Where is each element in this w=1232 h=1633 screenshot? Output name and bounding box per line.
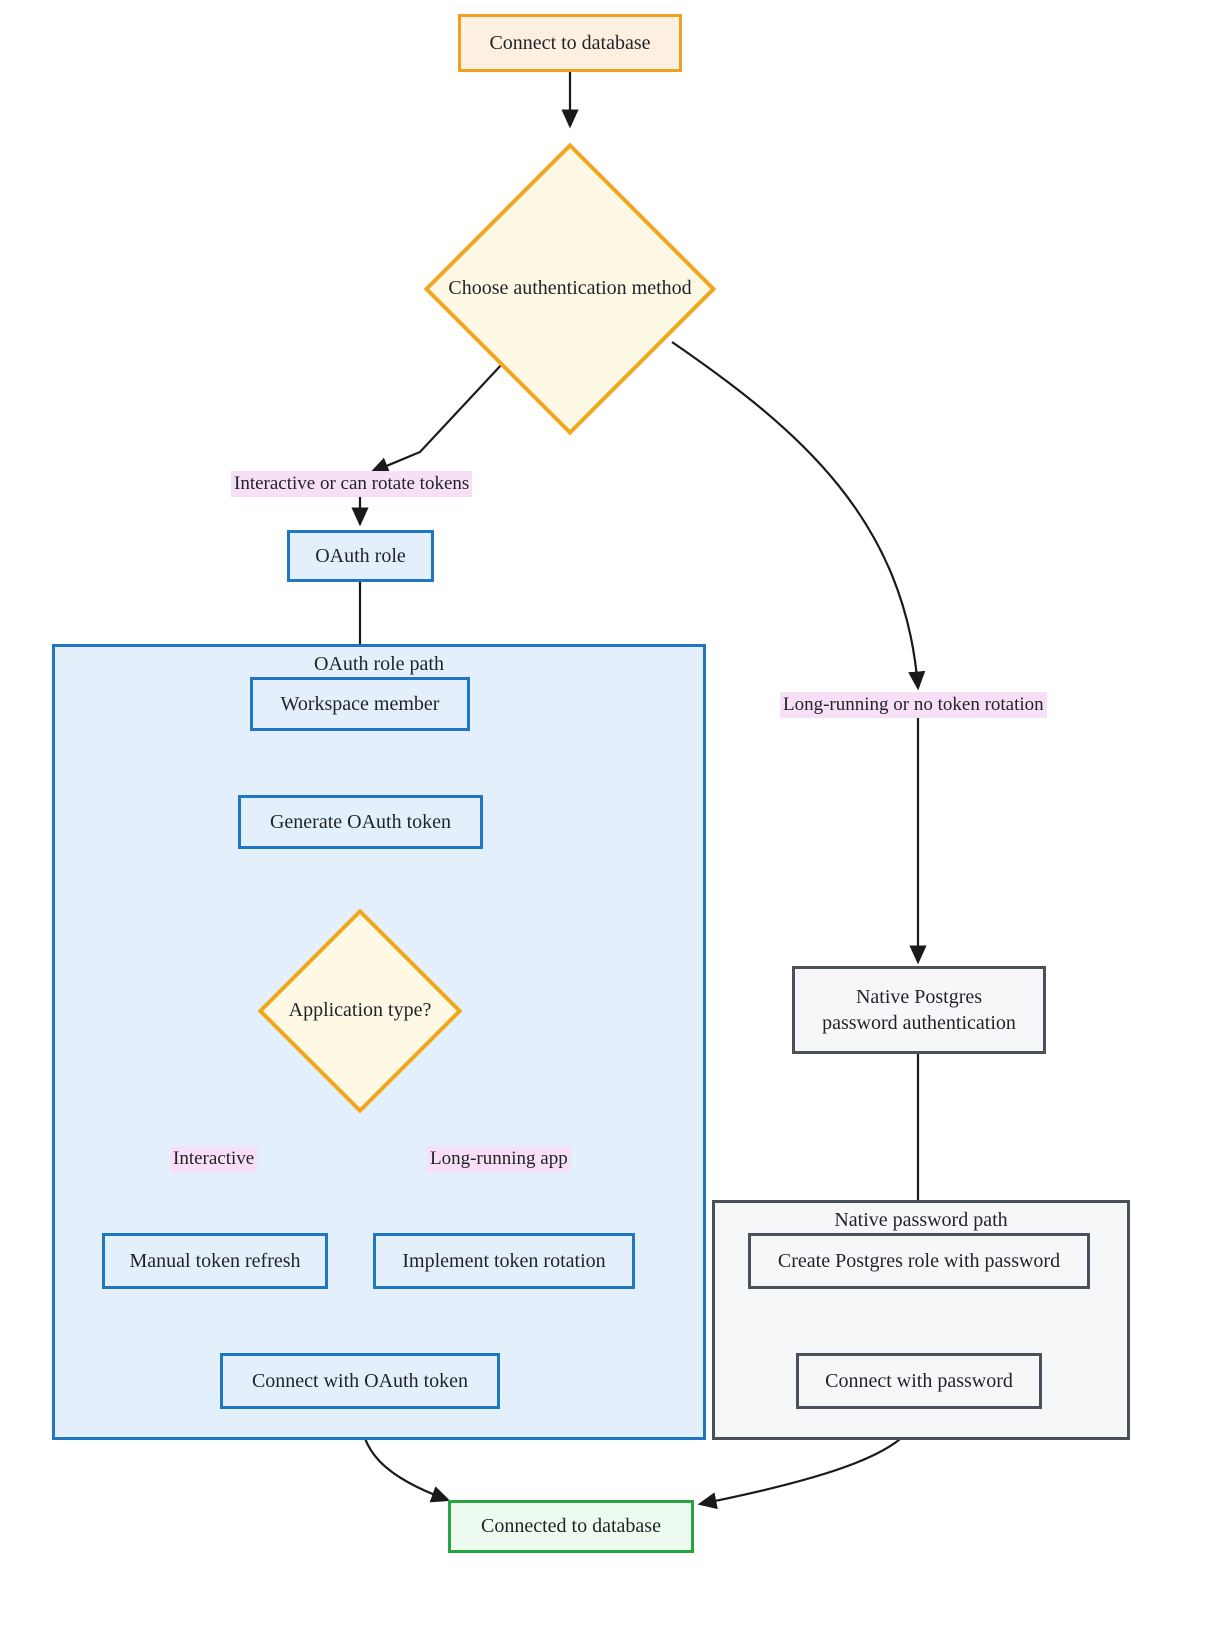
node-connect-with-password[interactable]: Connect with password (796, 1353, 1042, 1409)
node-label: Connected to database (481, 1515, 661, 1538)
node-label: Connect to database (489, 31, 651, 54)
node-label: Application type? (288, 999, 432, 1021)
node-connect-to-database[interactable]: Connect to database (458, 14, 682, 72)
subgraph-native-title: Native password path (834, 1209, 1008, 1231)
node-label: Native Postgres password authentication (822, 985, 1016, 1034)
node-connected-to-database[interactable]: Connected to database (448, 1500, 694, 1553)
node-label: Connect with password (825, 1369, 1013, 1392)
node-label: Manual token refresh (129, 1249, 301, 1272)
node-implement-token-rotation[interactable]: Implement token rotation (373, 1233, 635, 1289)
node-connect-with-oauth-token[interactable]: Connect with OAuth token (220, 1353, 500, 1409)
subgraph-oauth-title: OAuth role path (314, 653, 444, 675)
node-label: Implement token rotation (402, 1249, 606, 1272)
node-create-postgres-role-with-password[interactable]: Create Postgres role with password (748, 1233, 1090, 1289)
node-label: Generate OAuth token (269, 810, 452, 833)
node-label: Workspace member (280, 692, 440, 715)
node-label: Create Postgres role with password (777, 1249, 1061, 1272)
edge-label-interactive-or-can-rotate-tokens: Interactive or can rotate tokens (231, 471, 473, 497)
edge-label-long-running-or-no-token-rotation: Long-running or no token rotation (780, 692, 1047, 718)
edge-label-interactive: Interactive (170, 1146, 258, 1172)
node-generate-oauth-token[interactable]: Generate OAuth token (238, 795, 483, 849)
edge-label-long-running-app: Long-running app (427, 1146, 571, 1172)
node-native-postgres-password-authentication[interactable]: Native Postgres password authentication (792, 966, 1046, 1054)
node-oauth-role[interactable]: OAuth role (287, 530, 434, 582)
node-label: OAuth role (315, 544, 406, 567)
node-workspace-member[interactable]: Workspace member (250, 677, 470, 731)
node-manual-token-refresh[interactable]: Manual token refresh (102, 1233, 328, 1289)
node-choose-authentication-method[interactable]: Choose authentication method (423, 137, 717, 440)
node-application-type[interactable]: Application type? (255, 907, 465, 1114)
node-label: Connect with OAuth token (251, 1369, 469, 1392)
node-label: Choose authentication method (448, 277, 692, 299)
